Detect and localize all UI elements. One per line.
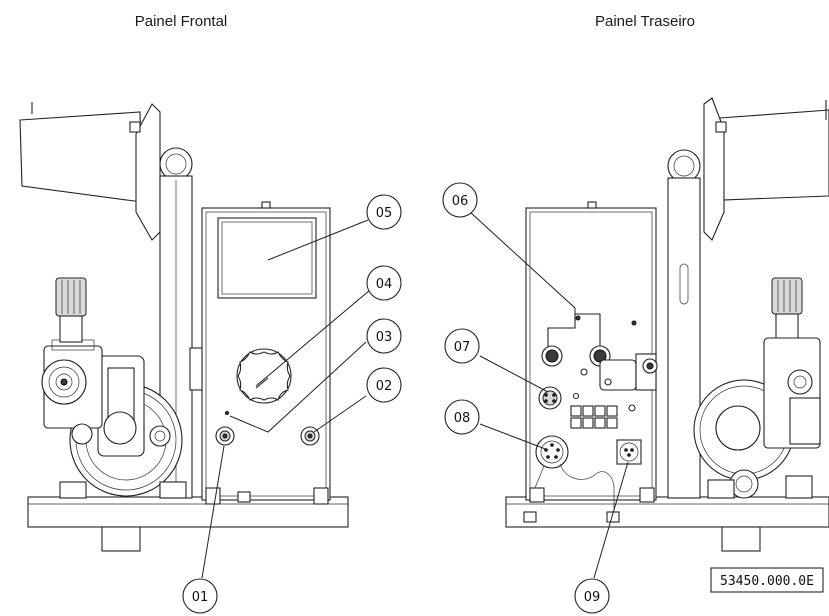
callout-06-label: 06: [452, 194, 469, 209]
rear-view: [505, 97, 829, 552]
callout-07: 07: [444, 328, 480, 364]
front-base-plate: [27, 496, 349, 552]
callout-05-label: 05: [376, 206, 393, 221]
rear-connector-large: [535, 435, 569, 469]
display-screen: [217, 217, 317, 299]
rear-panel-title: Painel Traseiro: [595, 13, 695, 30]
callout-05: 05: [366, 194, 402, 230]
gas-valve: [599, 353, 658, 391]
callout-06: 06: [442, 182, 478, 218]
callout-02: 02: [366, 367, 402, 403]
rear-wire-feeder: [693, 277, 821, 499]
callout-08-label: 08: [454, 411, 471, 426]
rear-spool-arm: [667, 97, 829, 499]
control-knob: [236, 348, 292, 404]
rear-cabinet: [525, 201, 658, 510]
callout-01-label: 01: [192, 590, 209, 605]
callout-leaders: [201, 211, 629, 579]
callout-03: 03: [366, 318, 402, 354]
front-cabinet: [189, 201, 331, 505]
terminal-block: [570, 405, 618, 429]
drawing-code-box: 53450.000.0E: [710, 567, 824, 593]
front-wire-feeder: [41, 277, 187, 499]
callout-04-label: 04: [376, 277, 393, 292]
rear-potentiometer-left: [541, 345, 563, 367]
drawing-code: 53450.000.0E: [720, 574, 814, 589]
callout-08: 08: [444, 399, 480, 435]
callout-02-label: 02: [376, 379, 393, 394]
front-socket-left: [215, 426, 235, 446]
front-view: [19, 102, 349, 552]
front-spool-arm: [19, 102, 193, 499]
callout-07-label: 07: [454, 340, 471, 355]
front-socket-right: [300, 426, 320, 446]
front-panel-title: Painel Frontal: [135, 13, 228, 30]
rear-connector-square: [616, 439, 642, 465]
rear-base-plate: [505, 496, 829, 552]
callout-01: 01: [182, 578, 218, 614]
callout-09: 09: [574, 578, 610, 614]
callout-09-label: 09: [584, 590, 601, 605]
callout-03-label: 03: [376, 330, 393, 345]
rear-connector-small: [538, 386, 562, 410]
callout-04: 04: [366, 265, 402, 301]
